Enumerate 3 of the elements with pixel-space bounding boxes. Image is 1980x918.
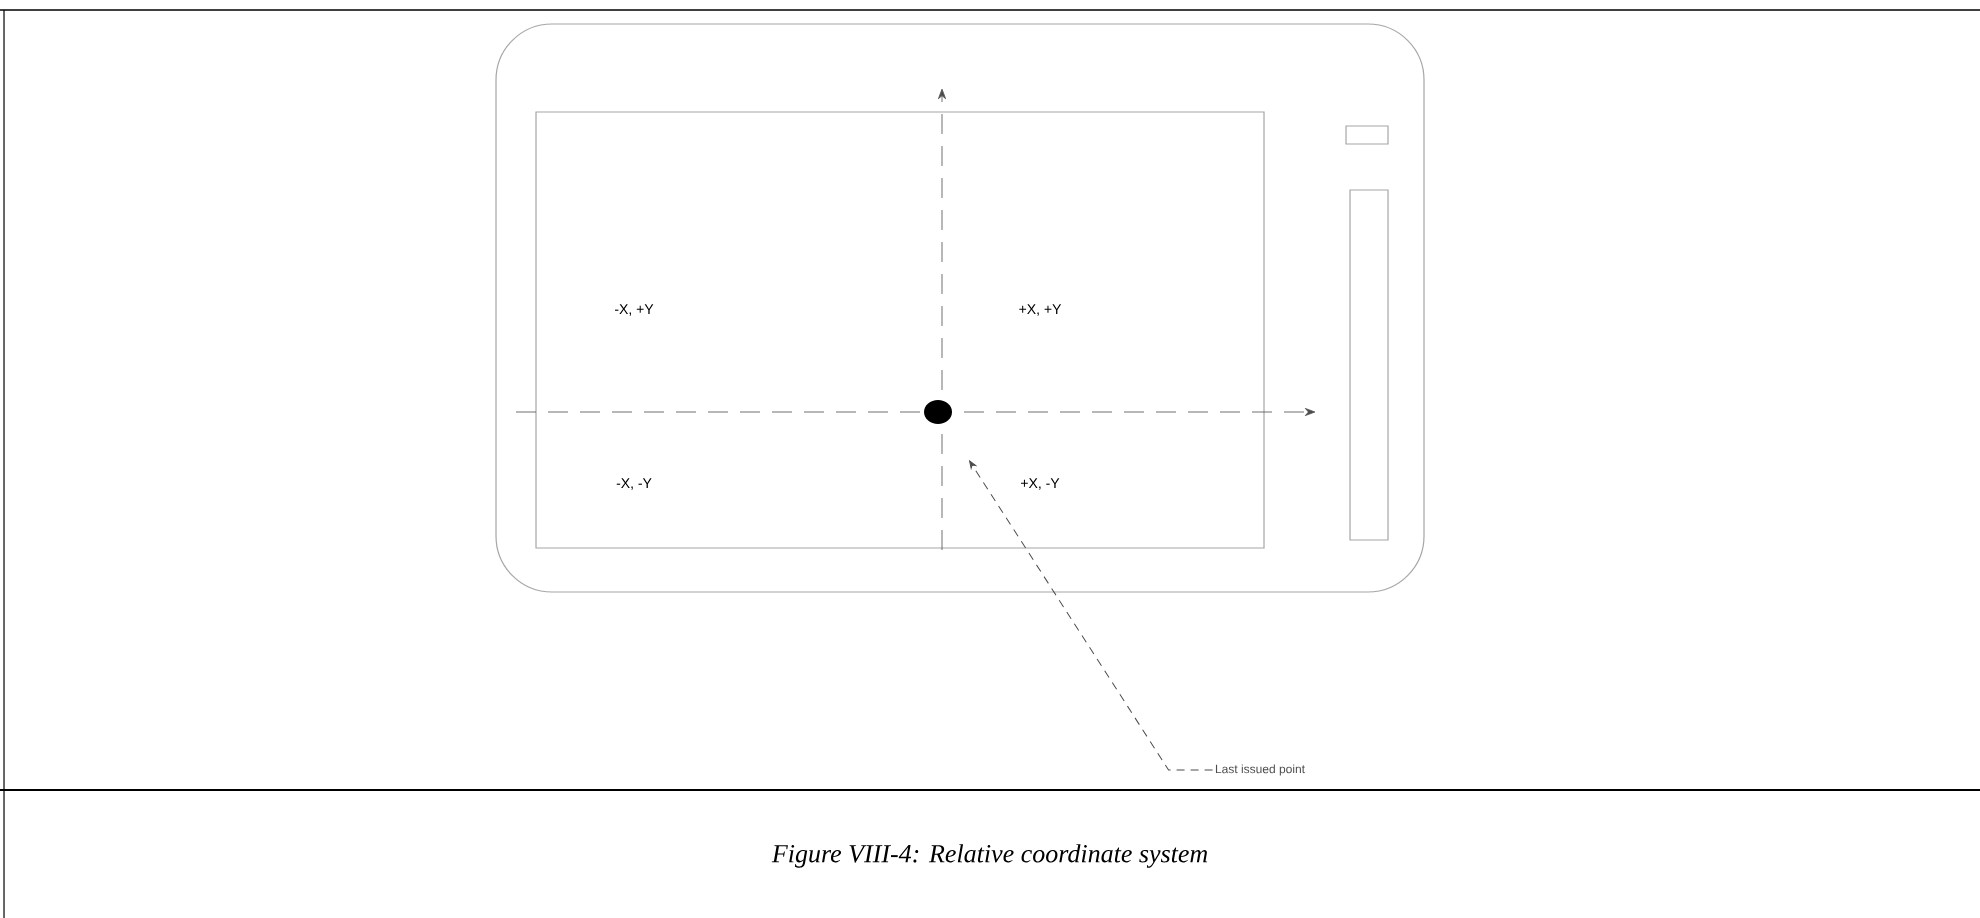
figure-caption: Figure VIII-4: Relative coordinate system (771, 844, 1208, 868)
leader-line (969, 460, 1214, 771)
point-dot (924, 400, 952, 424)
